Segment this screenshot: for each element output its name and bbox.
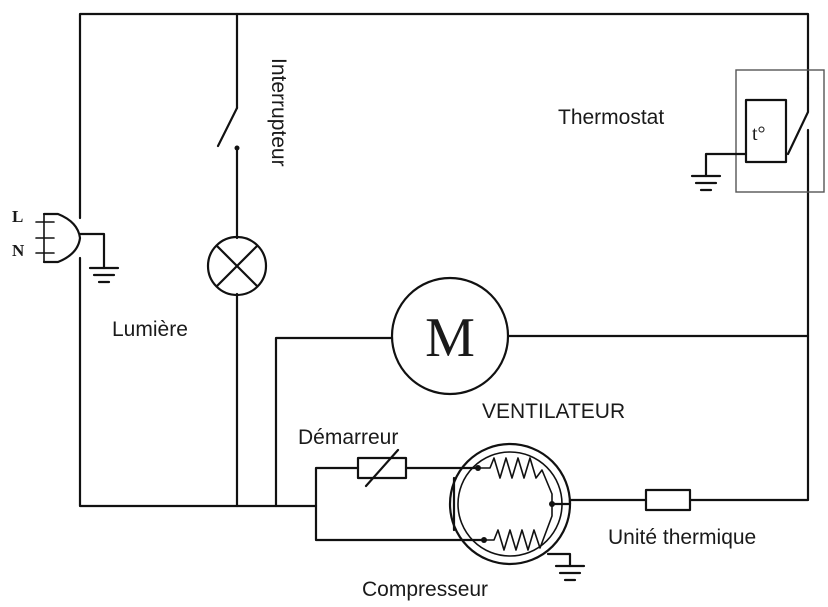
fan-motor-icon: M — [390, 276, 510, 396]
compresseur-label: Compresseur — [362, 578, 488, 601]
motor-symbol: M — [425, 307, 475, 369]
interrupteur-label: Interrupteur — [267, 58, 290, 167]
compressor-icon — [448, 442, 648, 582]
demarreur-label: Démarreur — [298, 426, 398, 449]
thermostat-symbol: t° — [752, 123, 766, 145]
starter-icon — [314, 448, 486, 542]
unite-thermique-label: Unité thermique — [608, 526, 756, 549]
plug-label-n: N — [12, 241, 25, 260]
lamp-icon — [206, 235, 268, 297]
main-wires — [78, 12, 810, 508]
power-plug: L N — [12, 207, 120, 284]
thermostat-label: Thermostat — [558, 106, 664, 129]
switch-icon — [216, 106, 240, 151]
plug-label-l: L — [12, 207, 23, 226]
lumiere-label: Lumière — [112, 318, 188, 341]
ground-icon — [88, 266, 120, 284]
thermal-unit-icon — [644, 488, 692, 512]
ventilateur-label: VENTILATEUR — [482, 400, 625, 423]
thermostat-icon: t° — [690, 69, 825, 193]
